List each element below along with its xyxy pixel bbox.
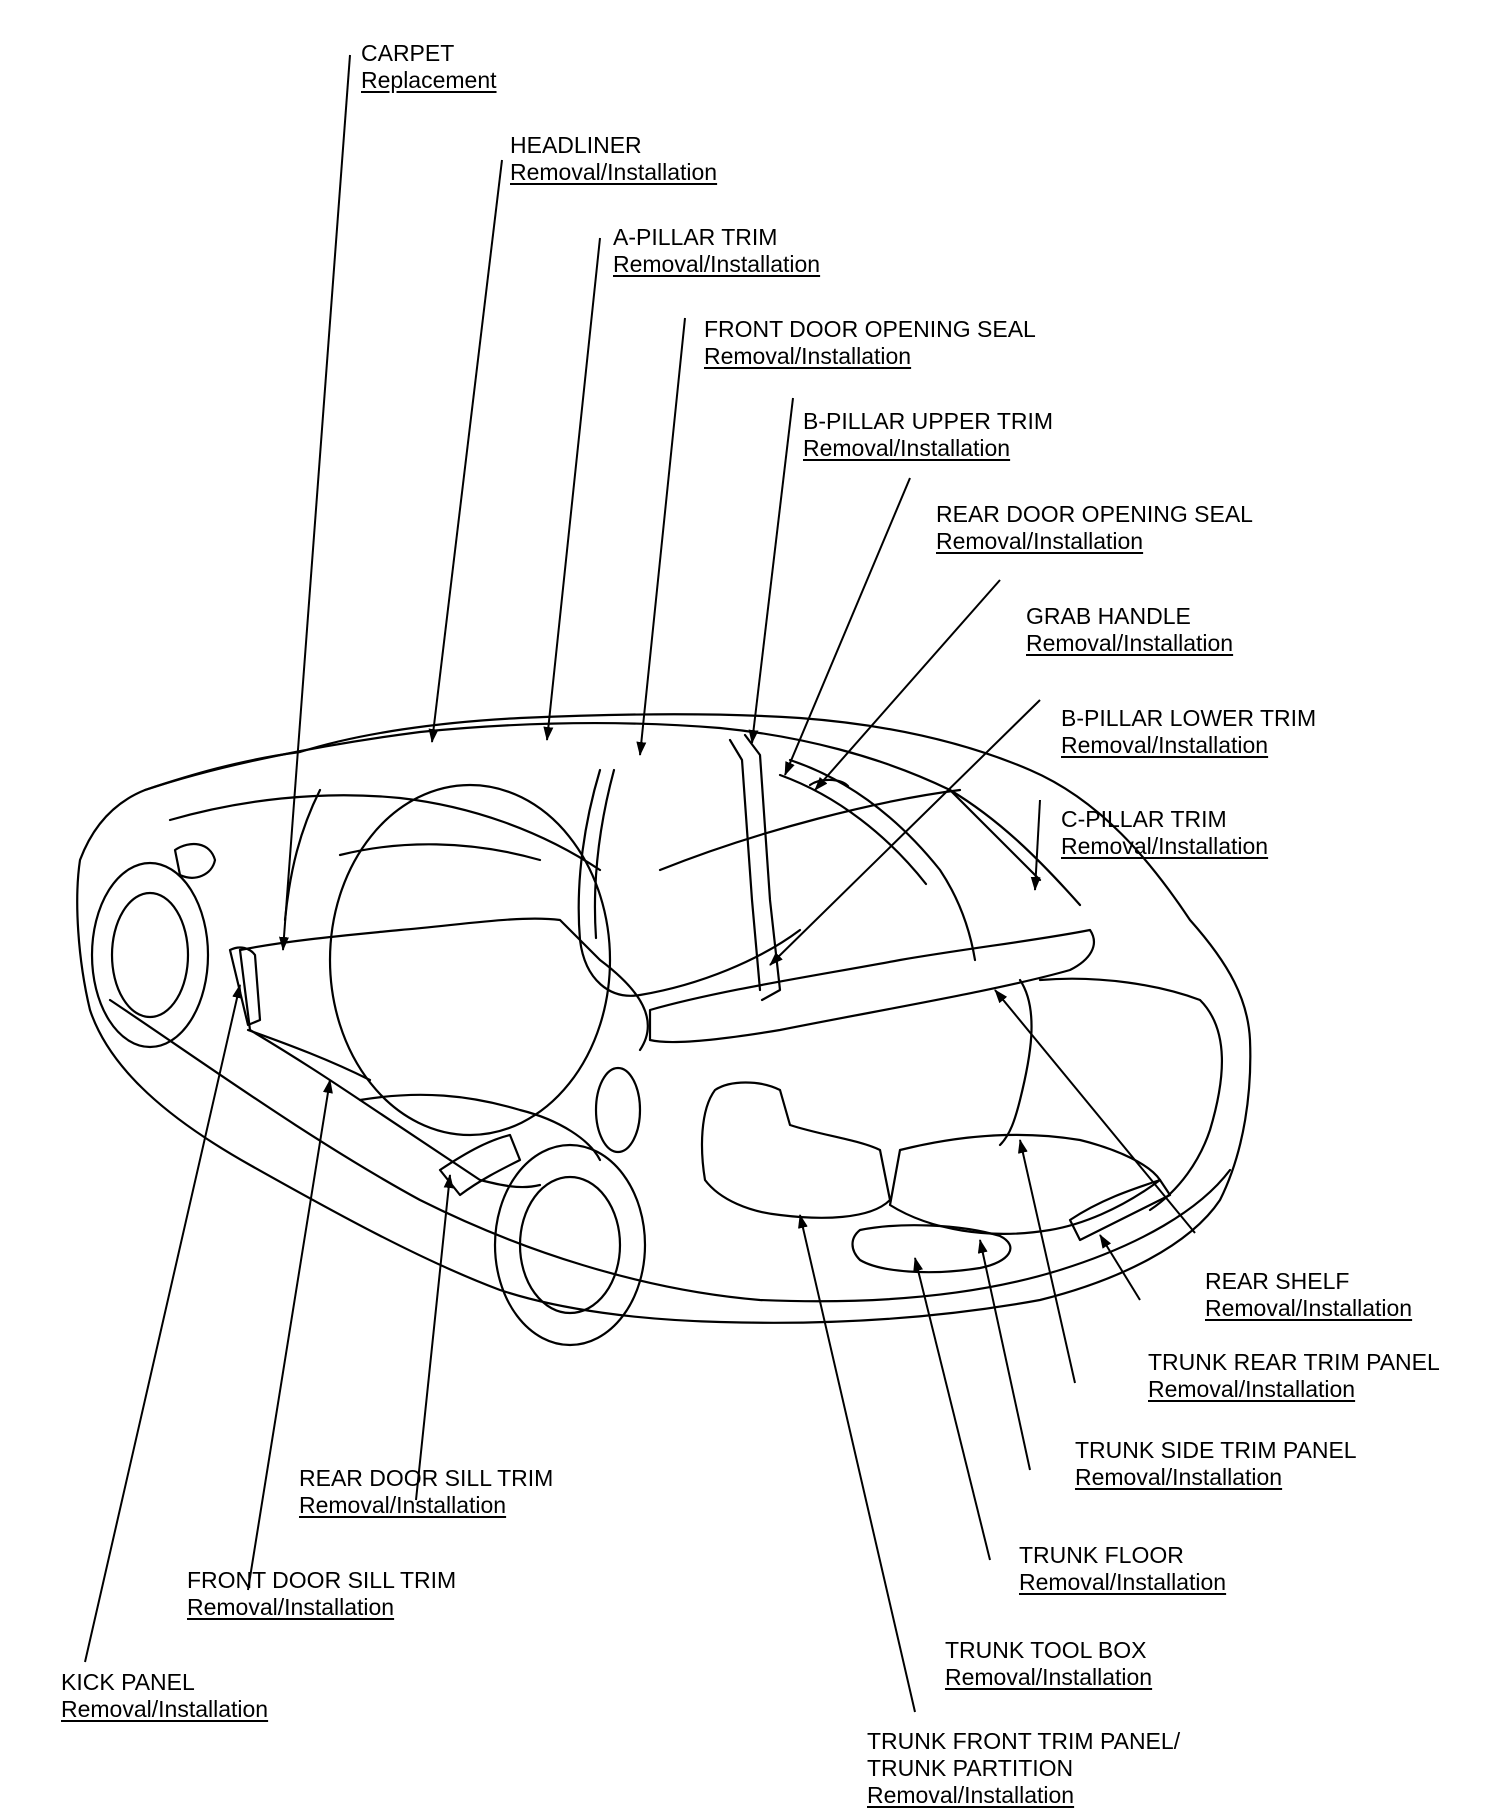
- callout-title: KICK PANEL: [61, 1669, 195, 1695]
- trunk-side-trim-panel-link[interactable]: Removal/Installation: [1075, 1464, 1283, 1490]
- callout-title: A-PILLAR TRIM: [613, 224, 778, 250]
- car-body-outline: [76, 713, 1252, 1347]
- callout-title: HEADLINER: [510, 132, 642, 158]
- callout-grab-handle: GRAB HANDLE Removal/Installation: [1026, 603, 1233, 657]
- callout-rear-door-sill-trim: REAR DOOR SILL TRIM Removal/Installation: [299, 1465, 553, 1519]
- callout-kick-panel: KICK PANEL Removal/Installation: [61, 1669, 268, 1723]
- callout-title: TRUNK SIDE TRIM PANEL: [1075, 1437, 1357, 1463]
- a-pillar-trim-link[interactable]: Removal/Installation: [613, 251, 821, 277]
- callout-a-pillar-trim: A-PILLAR TRIM Removal/Installation: [613, 224, 820, 278]
- callout-headliner: HEADLINER Removal/Installation: [510, 132, 717, 186]
- callout-title: B-PILLAR UPPER TRIM: [803, 408, 1054, 434]
- c-pillar-trim-link[interactable]: Removal/Installation: [1061, 833, 1269, 859]
- callout-title: TRUNK FRONT TRIM PANEL/: [867, 1728, 1181, 1754]
- callout-title-line-2: TRUNK PARTITION: [867, 1755, 1074, 1781]
- carpet-replacement-link[interactable]: Replacement: [361, 67, 497, 93]
- b-pillar-lower-trim-link[interactable]: Removal/Installation: [1061, 732, 1269, 758]
- callout-title: REAR DOOR SILL TRIM: [299, 1465, 554, 1491]
- callout-b-pillar-upper-trim: B-PILLAR UPPER TRIM Removal/Installation: [803, 408, 1053, 462]
- callout-trunk-front-trim-panel: TRUNK FRONT TRIM PANEL/ TRUNK PARTITION …: [867, 1728, 1180, 1809]
- callout-front-door-sill-trim: FRONT DOOR SILL TRIM Removal/Installatio…: [187, 1567, 456, 1621]
- rear-shelf-link[interactable]: Removal/Installation: [1205, 1295, 1413, 1321]
- callout-trunk-rear-trim-panel: TRUNK REAR TRIM PANEL Removal/Installati…: [1148, 1349, 1440, 1403]
- front-door-sill-trim-link[interactable]: Removal/Installation: [187, 1594, 395, 1620]
- callout-c-pillar-trim: C-PILLAR TRIM Removal/Installation: [1061, 806, 1268, 860]
- callout-rear-shelf: REAR SHELF Removal/Installation: [1205, 1268, 1412, 1322]
- callout-carpet: CARPET Replacement: [361, 40, 497, 94]
- callout-title: REAR DOOR OPENING SEAL: [936, 501, 1253, 527]
- callout-title: FRONT DOOR SILL TRIM: [187, 1567, 457, 1593]
- callout-title: TRUNK REAR TRIM PANEL: [1148, 1349, 1440, 1375]
- trunk-rear-trim-panel-link[interactable]: Removal/Installation: [1148, 1376, 1356, 1402]
- callout-front-door-opening-seal: FRONT DOOR OPENING SEAL Removal/Installa…: [704, 316, 1036, 370]
- trunk-floor-link[interactable]: Removal/Installation: [1019, 1569, 1227, 1595]
- callout-title: FRONT DOOR OPENING SEAL: [704, 316, 1036, 342]
- callout-b-pillar-lower-trim: B-PILLAR LOWER TRIM Removal/Installation: [1061, 705, 1316, 759]
- callout-title: C-PILLAR TRIM: [1061, 806, 1227, 832]
- callout-title: GRAB HANDLE: [1026, 603, 1191, 629]
- grab-handle-link[interactable]: Removal/Installation: [1026, 630, 1234, 656]
- trunk-front-trim-panel-link[interactable]: Removal/Installation: [867, 1782, 1075, 1808]
- callout-trunk-floor: TRUNK FLOOR Removal/Installation: [1019, 1542, 1226, 1596]
- front-door-opening-seal-link[interactable]: Removal/Installation: [704, 343, 912, 369]
- callout-title: REAR SHELF: [1205, 1268, 1350, 1294]
- leader-lines: [84, 54, 1196, 1713]
- callout-rear-door-opening-seal: REAR DOOR OPENING SEAL Removal/Installat…: [936, 501, 1253, 555]
- rear-door-sill-trim-link[interactable]: Removal/Installation: [299, 1492, 507, 1518]
- b-pillar-upper-trim-link[interactable]: Removal/Installation: [803, 435, 1011, 461]
- callout-trunk-side-trim-panel: TRUNK SIDE TRIM PANEL Removal/Installati…: [1075, 1437, 1357, 1491]
- callout-title: TRUNK FLOOR: [1019, 1542, 1184, 1568]
- callout-title: CARPET: [361, 40, 455, 66]
- rear-door-opening-seal-link[interactable]: Removal/Installation: [936, 528, 1144, 554]
- callout-title: TRUNK TOOL BOX: [945, 1637, 1147, 1663]
- kick-panel-link[interactable]: Removal/Installation: [61, 1696, 269, 1722]
- callout-trunk-tool-box: TRUNK TOOL BOX Removal/Installation: [945, 1637, 1152, 1691]
- callout-title: B-PILLAR LOWER TRIM: [1061, 705, 1317, 731]
- trunk-tool-box-link[interactable]: Removal/Installation: [945, 1664, 1153, 1690]
- headliner-link[interactable]: Removal/Installation: [510, 159, 718, 185]
